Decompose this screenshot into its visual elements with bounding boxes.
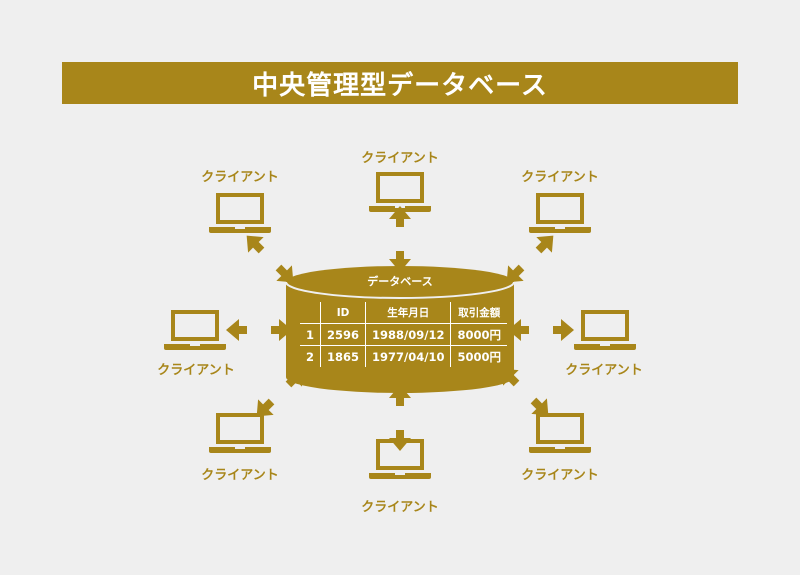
table-cell: 8000円 — [450, 323, 507, 346]
column-header — [300, 302, 321, 324]
client-label-bottom-left: クライアント — [201, 468, 279, 483]
arrow-icon-left — [226, 319, 292, 341]
arrow-icon-right — [508, 319, 574, 341]
client-label-top-right: クライアント — [521, 170, 599, 185]
column-header: 取引金額 — [450, 302, 507, 324]
arrow-icon-bottom — [389, 385, 411, 451]
laptop-icon-top-left — [209, 193, 271, 233]
client-label-bottom-right: クライアント — [521, 468, 599, 483]
table-cell: 1977/04/10 — [365, 345, 451, 367]
table-header-row: ID 生年月日 取引金額 — [300, 302, 507, 324]
table-row: 2 1865 1977/04/10 5000円 — [300, 345, 507, 367]
laptop-icon-top-right — [529, 193, 591, 233]
column-header: 生年月日 — [365, 302, 451, 324]
table-row: 1 2596 1988/09/12 8000円 — [300, 323, 507, 346]
table-cell: 1988/09/12 — [365, 323, 451, 346]
table-cell: 1865 — [320, 345, 366, 367]
laptop-icon-left — [164, 310, 226, 350]
client-label-bottom: クライアント — [361, 500, 439, 515]
laptop-icon-bottom-right — [529, 413, 591, 453]
arrow-icon-top-left — [238, 227, 302, 291]
arrow-icon-top — [389, 206, 411, 272]
client-label-left: クライアント — [157, 363, 235, 378]
database-table: ID 生年月日 取引金額 1 2596 1988/09/12 8000円 2 1… — [300, 302, 507, 367]
client-label-top: クライアント — [361, 151, 439, 166]
table-cell: 5000円 — [450, 345, 507, 367]
page-title: 中央管理型データベース — [62, 62, 738, 104]
table-cell: 1 — [300, 323, 321, 346]
column-header: ID — [320, 302, 366, 324]
laptop-icon-bottom-left — [209, 413, 271, 453]
arrow-icon-bottom-left — [248, 361, 312, 425]
page-title-text: 中央管理型データベース — [252, 70, 548, 101]
client-label-top-left: クライアント — [201, 170, 279, 185]
table-cell: 2 — [300, 345, 321, 367]
table-cell: 2596 — [320, 323, 366, 346]
database-label: データベース — [367, 275, 433, 288]
client-label-right: クライアント — [565, 363, 643, 378]
arrow-icon-top-right — [498, 227, 562, 291]
laptop-icon-right — [574, 310, 636, 350]
